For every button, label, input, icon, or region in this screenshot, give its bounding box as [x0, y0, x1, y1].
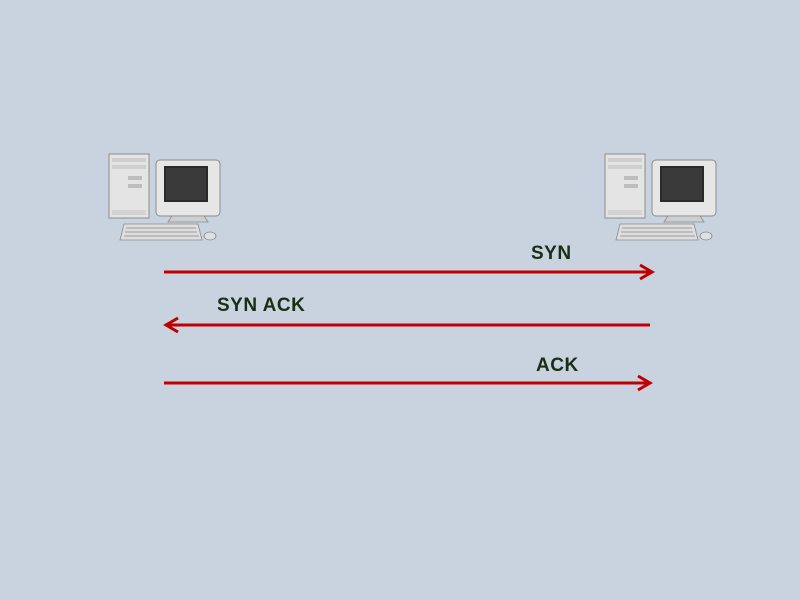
syn-label: SYN: [531, 243, 572, 264]
ack-arrow: [164, 374, 653, 392]
right-computer-icon: [604, 153, 717, 241]
syn-arrow: [164, 263, 655, 281]
ack-label: ACK: [536, 355, 579, 376]
syn-ack-arrow: [163, 316, 650, 334]
syn-ack-label: SYN ACK: [217, 295, 306, 316]
left-computer-icon: [108, 153, 221, 241]
